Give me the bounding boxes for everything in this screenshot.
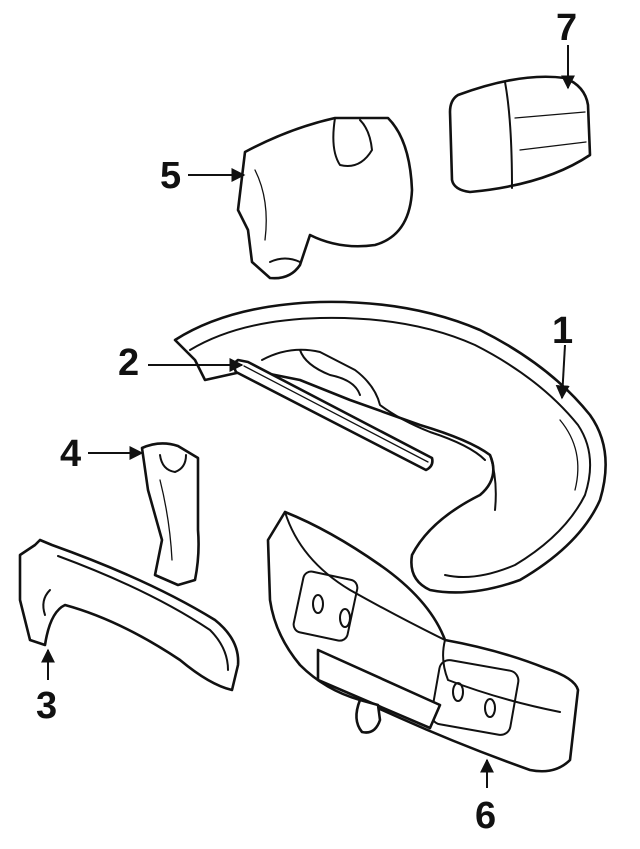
callout-3: 3 [36, 685, 57, 727]
leader-lines [41, 45, 575, 788]
callout-7: 7 [556, 7, 577, 49]
leader-1 [555, 344, 570, 400]
part-7-trim-box [448, 75, 592, 194]
part-5-shield [236, 116, 414, 280]
part-3-side-trim [18, 538, 240, 692]
callout-4: 4 [60, 433, 81, 475]
callout-5: 5 [160, 155, 181, 197]
callout-2: 2 [118, 342, 139, 384]
part-4-bracket [140, 442, 200, 587]
part-1-trunk-liner [173, 300, 607, 594]
callout-1: 1 [552, 310, 573, 352]
part-6-rear-panel [266, 510, 580, 773]
callout-labels: 1 2 3 4 5 6 7 [36, 7, 577, 837]
callout-6: 6 [475, 795, 496, 837]
